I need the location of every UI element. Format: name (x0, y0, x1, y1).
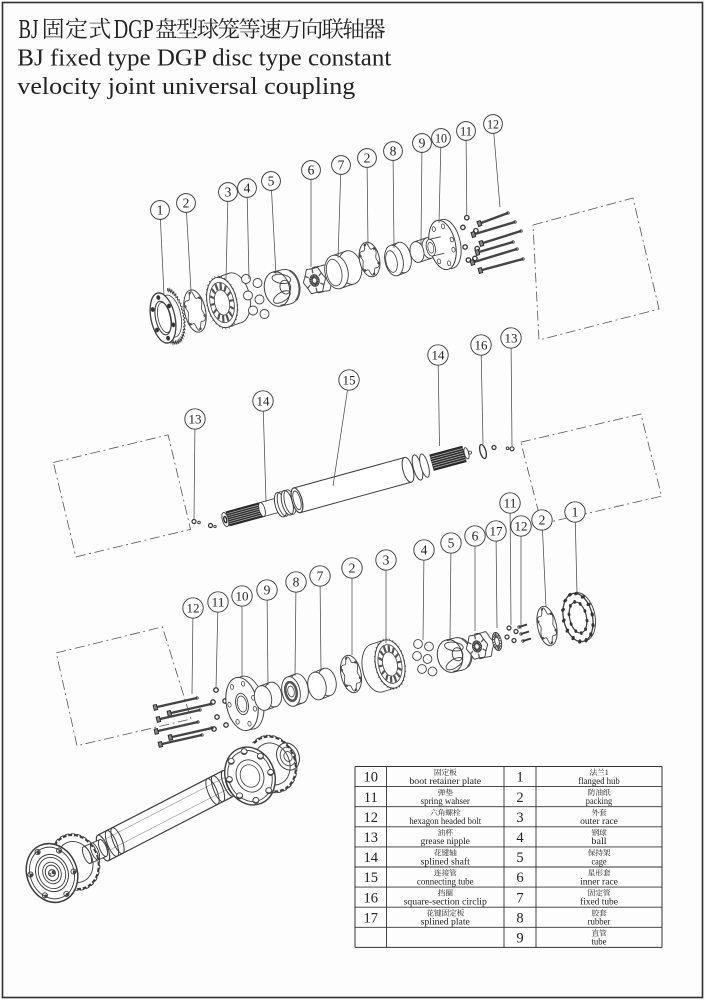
svg-text:packing: packing (586, 796, 613, 806)
svg-text:10: 10 (435, 131, 447, 145)
svg-text:2: 2 (364, 151, 371, 166)
svg-text:1: 1 (157, 203, 164, 218)
svg-text:8: 8 (390, 144, 397, 159)
svg-text:5: 5 (516, 850, 523, 866)
svg-text:1: 1 (572, 505, 579, 520)
svg-text:9: 9 (516, 931, 523, 947)
svg-text:flanged hub: flanged hub (578, 776, 620, 786)
svg-text:11: 11 (504, 496, 517, 510)
svg-text:17: 17 (364, 910, 379, 926)
svg-text:DGP: DGP (114, 14, 154, 44)
svg-text:4: 4 (421, 543, 428, 558)
svg-text:5: 5 (448, 536, 455, 551)
svg-text:10: 10 (236, 589, 249, 603)
svg-text:7: 7 (516, 890, 523, 906)
svg-text:hexagon headed bolt: hexagon headed bolt (409, 816, 481, 826)
svg-text:cage: cage (591, 856, 606, 866)
svg-text:8: 8 (293, 575, 300, 590)
svg-text:2: 2 (539, 513, 546, 528)
svg-text:12: 12 (364, 810, 379, 826)
svg-text:11: 11 (212, 595, 225, 609)
svg-text:square-section circlip: square-section circlip (404, 897, 488, 907)
svg-text:15: 15 (343, 373, 356, 387)
svg-text:9: 9 (419, 136, 426, 151)
svg-text:9: 9 (264, 583, 271, 598)
svg-text:14: 14 (257, 394, 271, 408)
svg-text:1: 1 (516, 770, 523, 786)
svg-text:tube: tube (591, 937, 606, 947)
svg-text:2: 2 (349, 561, 356, 576)
svg-text:14: 14 (432, 348, 446, 362)
svg-text:rubber: rubber (588, 917, 611, 927)
svg-text:connecting tube: connecting tube (417, 876, 474, 886)
svg-text:grease nipple: grease nipple (421, 836, 470, 846)
svg-text:2: 2 (516, 790, 523, 806)
svg-text:3: 3 (383, 553, 390, 568)
svg-text:boot retainer plate: boot retainer plate (409, 776, 481, 786)
svg-text:11: 11 (364, 790, 378, 806)
svg-text:13: 13 (364, 830, 379, 846)
svg-text:inner race: inner race (580, 876, 618, 886)
svg-text:17: 17 (490, 524, 503, 538)
svg-text:7: 7 (317, 569, 324, 584)
svg-text:splined plate: splined plate (421, 917, 470, 927)
svg-text:6: 6 (516, 870, 523, 886)
svg-text:4: 4 (516, 830, 524, 846)
svg-text:3: 3 (225, 185, 232, 200)
svg-text:4: 4 (244, 181, 251, 196)
svg-text:ball: ball (591, 836, 607, 846)
svg-text:6: 6 (472, 529, 479, 544)
svg-text:5: 5 (268, 174, 275, 189)
svg-text:spring wahser: spring wahser (421, 796, 470, 806)
svg-text:fixed tube: fixed tube (580, 897, 618, 907)
svg-text:12: 12 (187, 601, 200, 615)
svg-text:6: 6 (308, 163, 315, 178)
svg-text:13: 13 (505, 331, 518, 345)
svg-text:13: 13 (189, 412, 202, 426)
svg-text:BJ fixed type DGP disc type co: BJ fixed type DGP disc type constant (17, 45, 391, 72)
svg-text:splined shaft: splined shaft (421, 856, 471, 866)
svg-text:10: 10 (364, 770, 379, 786)
svg-text:11: 11 (460, 124, 472, 138)
svg-text:1: 1 (605, 768, 609, 777)
svg-text:outer race: outer race (580, 816, 618, 826)
svg-text:16: 16 (364, 890, 379, 906)
svg-text:16: 16 (475, 338, 488, 352)
svg-text:2: 2 (183, 196, 190, 211)
svg-text:velocity joint universal coupl: velocity joint universal coupling (17, 73, 355, 100)
svg-text:BJ: BJ (18, 14, 38, 44)
svg-text:15: 15 (364, 870, 379, 886)
svg-text:12: 12 (487, 117, 499, 131)
svg-text:7: 7 (338, 158, 345, 173)
svg-text:3: 3 (516, 810, 523, 826)
svg-text:14: 14 (364, 850, 379, 866)
svg-text:12: 12 (515, 519, 528, 533)
svg-text:8: 8 (516, 910, 523, 926)
